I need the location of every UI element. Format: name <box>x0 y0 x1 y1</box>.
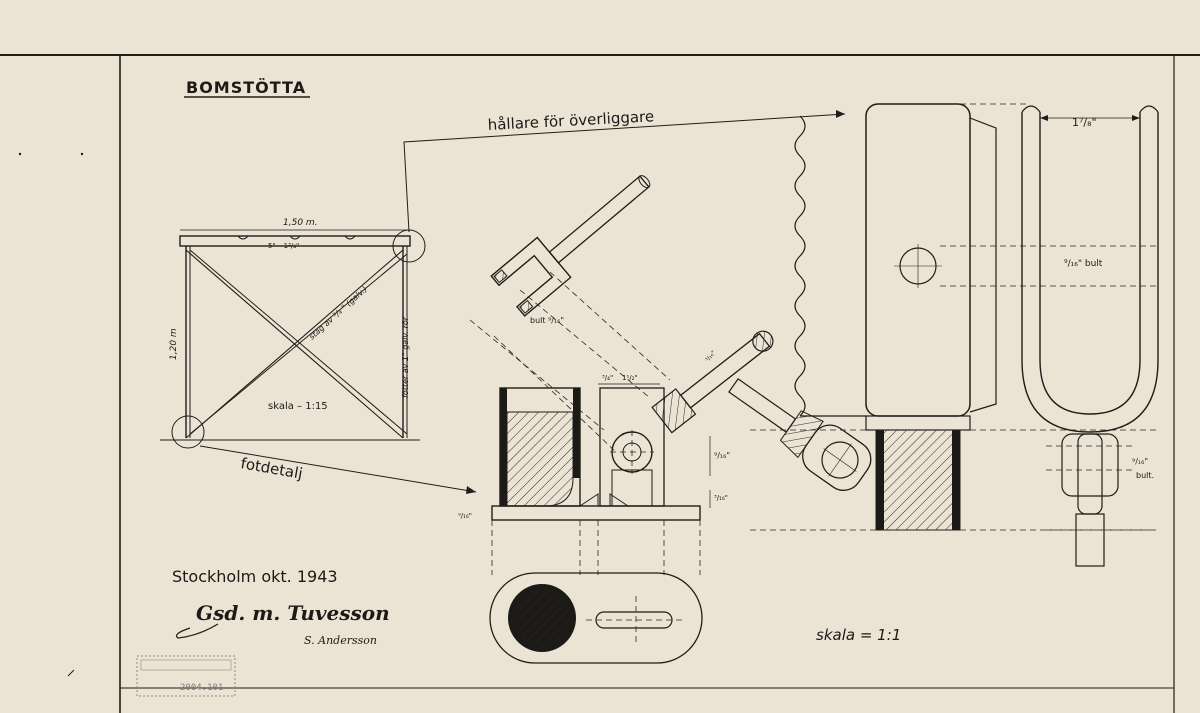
fork-bolt-label: bult ⁹/₁₆" <box>530 316 564 325</box>
place-date-label: Stockholm okt. 1943 <box>172 567 338 586</box>
foot-detail-circle <box>171 415 205 449</box>
top-rail-label: 5" – 1³/₄" <box>268 242 299 250</box>
dim-b-label: 1¹/₂" <box>622 374 638 382</box>
lower-bolt-dim-label: ⁹/₁₆" <box>1132 457 1148 466</box>
signature-1: Gsd. m. Tuvesson <box>196 601 390 625</box>
archive-stamp: 2004.101 <box>136 655 236 697</box>
frame-scale-label: skala – 1:15 <box>268 401 328 412</box>
frame-width-dimension: 1,50 m. <box>283 218 318 228</box>
holder-front-view: 1⁷/₈" ⁹/₁₆" bult ⁹/₁₆" bult. <box>1021 105 1159 567</box>
dim-c-label: ⁹/₁₆" <box>714 451 730 460</box>
signature-2: S. Andersson <box>304 634 377 647</box>
drawing-title: BOMSTÖTTA <box>186 78 306 97</box>
dim-e-label: ³/₁₆" <box>714 494 728 502</box>
dim-a-label: ³/₄" <box>602 374 613 382</box>
detail-scale-label: skala = 1:1 <box>816 626 901 644</box>
stamp-number: 2004.101 <box>180 683 223 693</box>
dim-d-label: ⁹/₁₆" <box>458 512 472 520</box>
fork-exploded-view: bult ⁹/₁₆" <box>469 175 671 453</box>
holder-width-dimension: 1⁷/₈" <box>1072 116 1097 129</box>
leg-label: fötter av 1" galv. rör <box>401 316 410 398</box>
callout-leaders <box>199 110 846 494</box>
frame-height-dimension: 1,20 m <box>169 328 179 360</box>
foot-assembly-view: ³/₄" 1¹/₂" ³/₁₆" ⁹/₁₆" ³/₁₆" ⁹/₁₆" <box>458 330 774 575</box>
drawing-border <box>0 54 1200 713</box>
plan-view <box>489 572 703 664</box>
lower-bolt-label: bult. <box>1136 471 1154 480</box>
holder-bolt-label: ⁹/₁₆" bult <box>1064 259 1103 269</box>
